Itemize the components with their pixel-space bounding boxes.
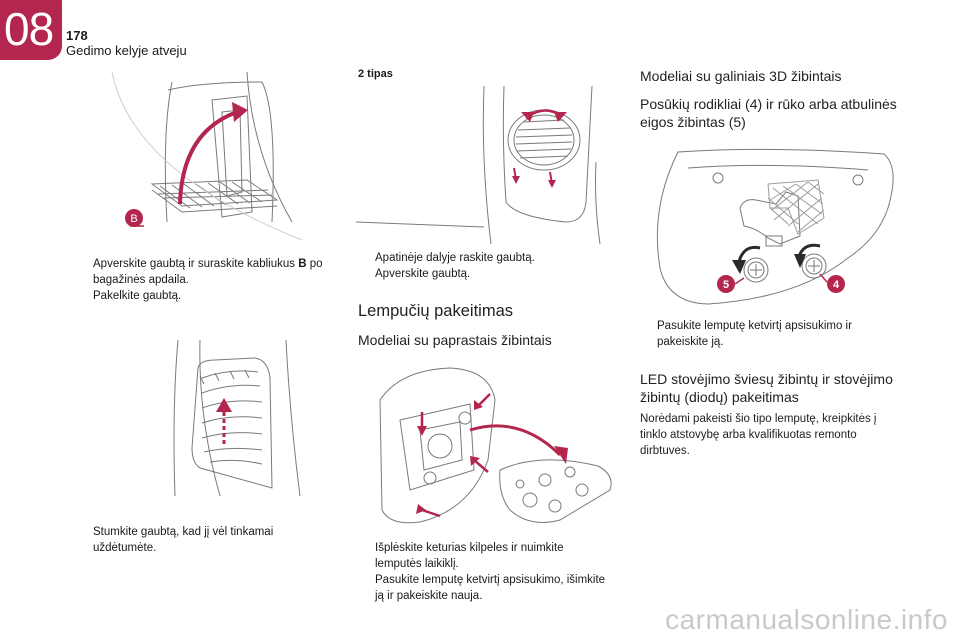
figure-lamp-holder (379, 367, 612, 524)
svg-text:5: 5 (723, 279, 729, 291)
list-item: Pakelkite gaubtą. (93, 290, 182, 302)
column2-bullets-top: Apatinėje dalyje raskite gaubtą. Apversk… (358, 250, 608, 282)
subsection-heading: Modeliai su paprastais žibintais (358, 332, 552, 348)
callout-4-badge (827, 275, 845, 293)
column3-bullets: Pasukite lemputę ketvirtį apsisukimo ir … (640, 318, 900, 350)
column1-bullets-top: Apverskite gaubtą ir suraskite kabliukus… (76, 256, 328, 304)
column1-bullets-bottom: Stumkite gaubtą, kad jį vėl tinkamai užd… (76, 524, 328, 556)
svg-text:B: B (130, 213, 137, 225)
list-item: Pasukite lemputę ketvirtį apsisukimo, iš… (375, 574, 606, 602)
page-number: 178 (66, 28, 88, 43)
list-item: Apatinėje dalyje raskite gaubtą. (375, 252, 535, 264)
chapter-number: 08 (4, 3, 54, 55)
callout-5-badge (717, 275, 735, 293)
section-title: Gedimo kelyje atveju (66, 43, 187, 58)
watermark: carmanualsonline.info (665, 604, 948, 635)
subsection-heading: Posūkių rodikliai (4) ir rūko arba atbul… (640, 96, 897, 130)
column2-bullets-bottom: Išplėskite keturias kilpeles ir nuimkite… (358, 540, 608, 604)
list-item: Stumkite gaubtą, kad jį vėl tinkamai užd… (93, 526, 274, 554)
figure-lower-cover (356, 85, 601, 245)
section-heading: Lempučių pakeitimas (358, 302, 513, 320)
type-label: 2 tipas (358, 68, 393, 80)
subsection-heading: LED stovėjimo šviesų žibintų ir stovėjim… (640, 371, 893, 405)
figure-cover-hooks: B (111, 72, 303, 241)
chapter-tab: 08 (0, 0, 62, 60)
callout-b-badge (125, 209, 143, 227)
figure-3d-lamp: 5 4 (656, 148, 894, 305)
list-item: Išplėskite keturias kilpeles ir nuimkite… (375, 542, 564, 570)
figure-cover-reinstall (173, 339, 301, 497)
list-item: Pasukite lemputę ketvirtį apsisukimo ir … (657, 320, 852, 348)
info-paragraph: Norėdami pakeisti šio tipo lemputę, krei… (640, 413, 877, 457)
svg-text:4: 4 (833, 279, 840, 291)
callout-reference: B (298, 258, 307, 270)
list-item: Apverskite gaubtą. (375, 268, 471, 280)
list-item: Apverskite gaubtą ir suraskite kabliukus… (93, 258, 323, 286)
subsection-heading: Modeliai su galiniais 3D žibintais (640, 68, 842, 84)
